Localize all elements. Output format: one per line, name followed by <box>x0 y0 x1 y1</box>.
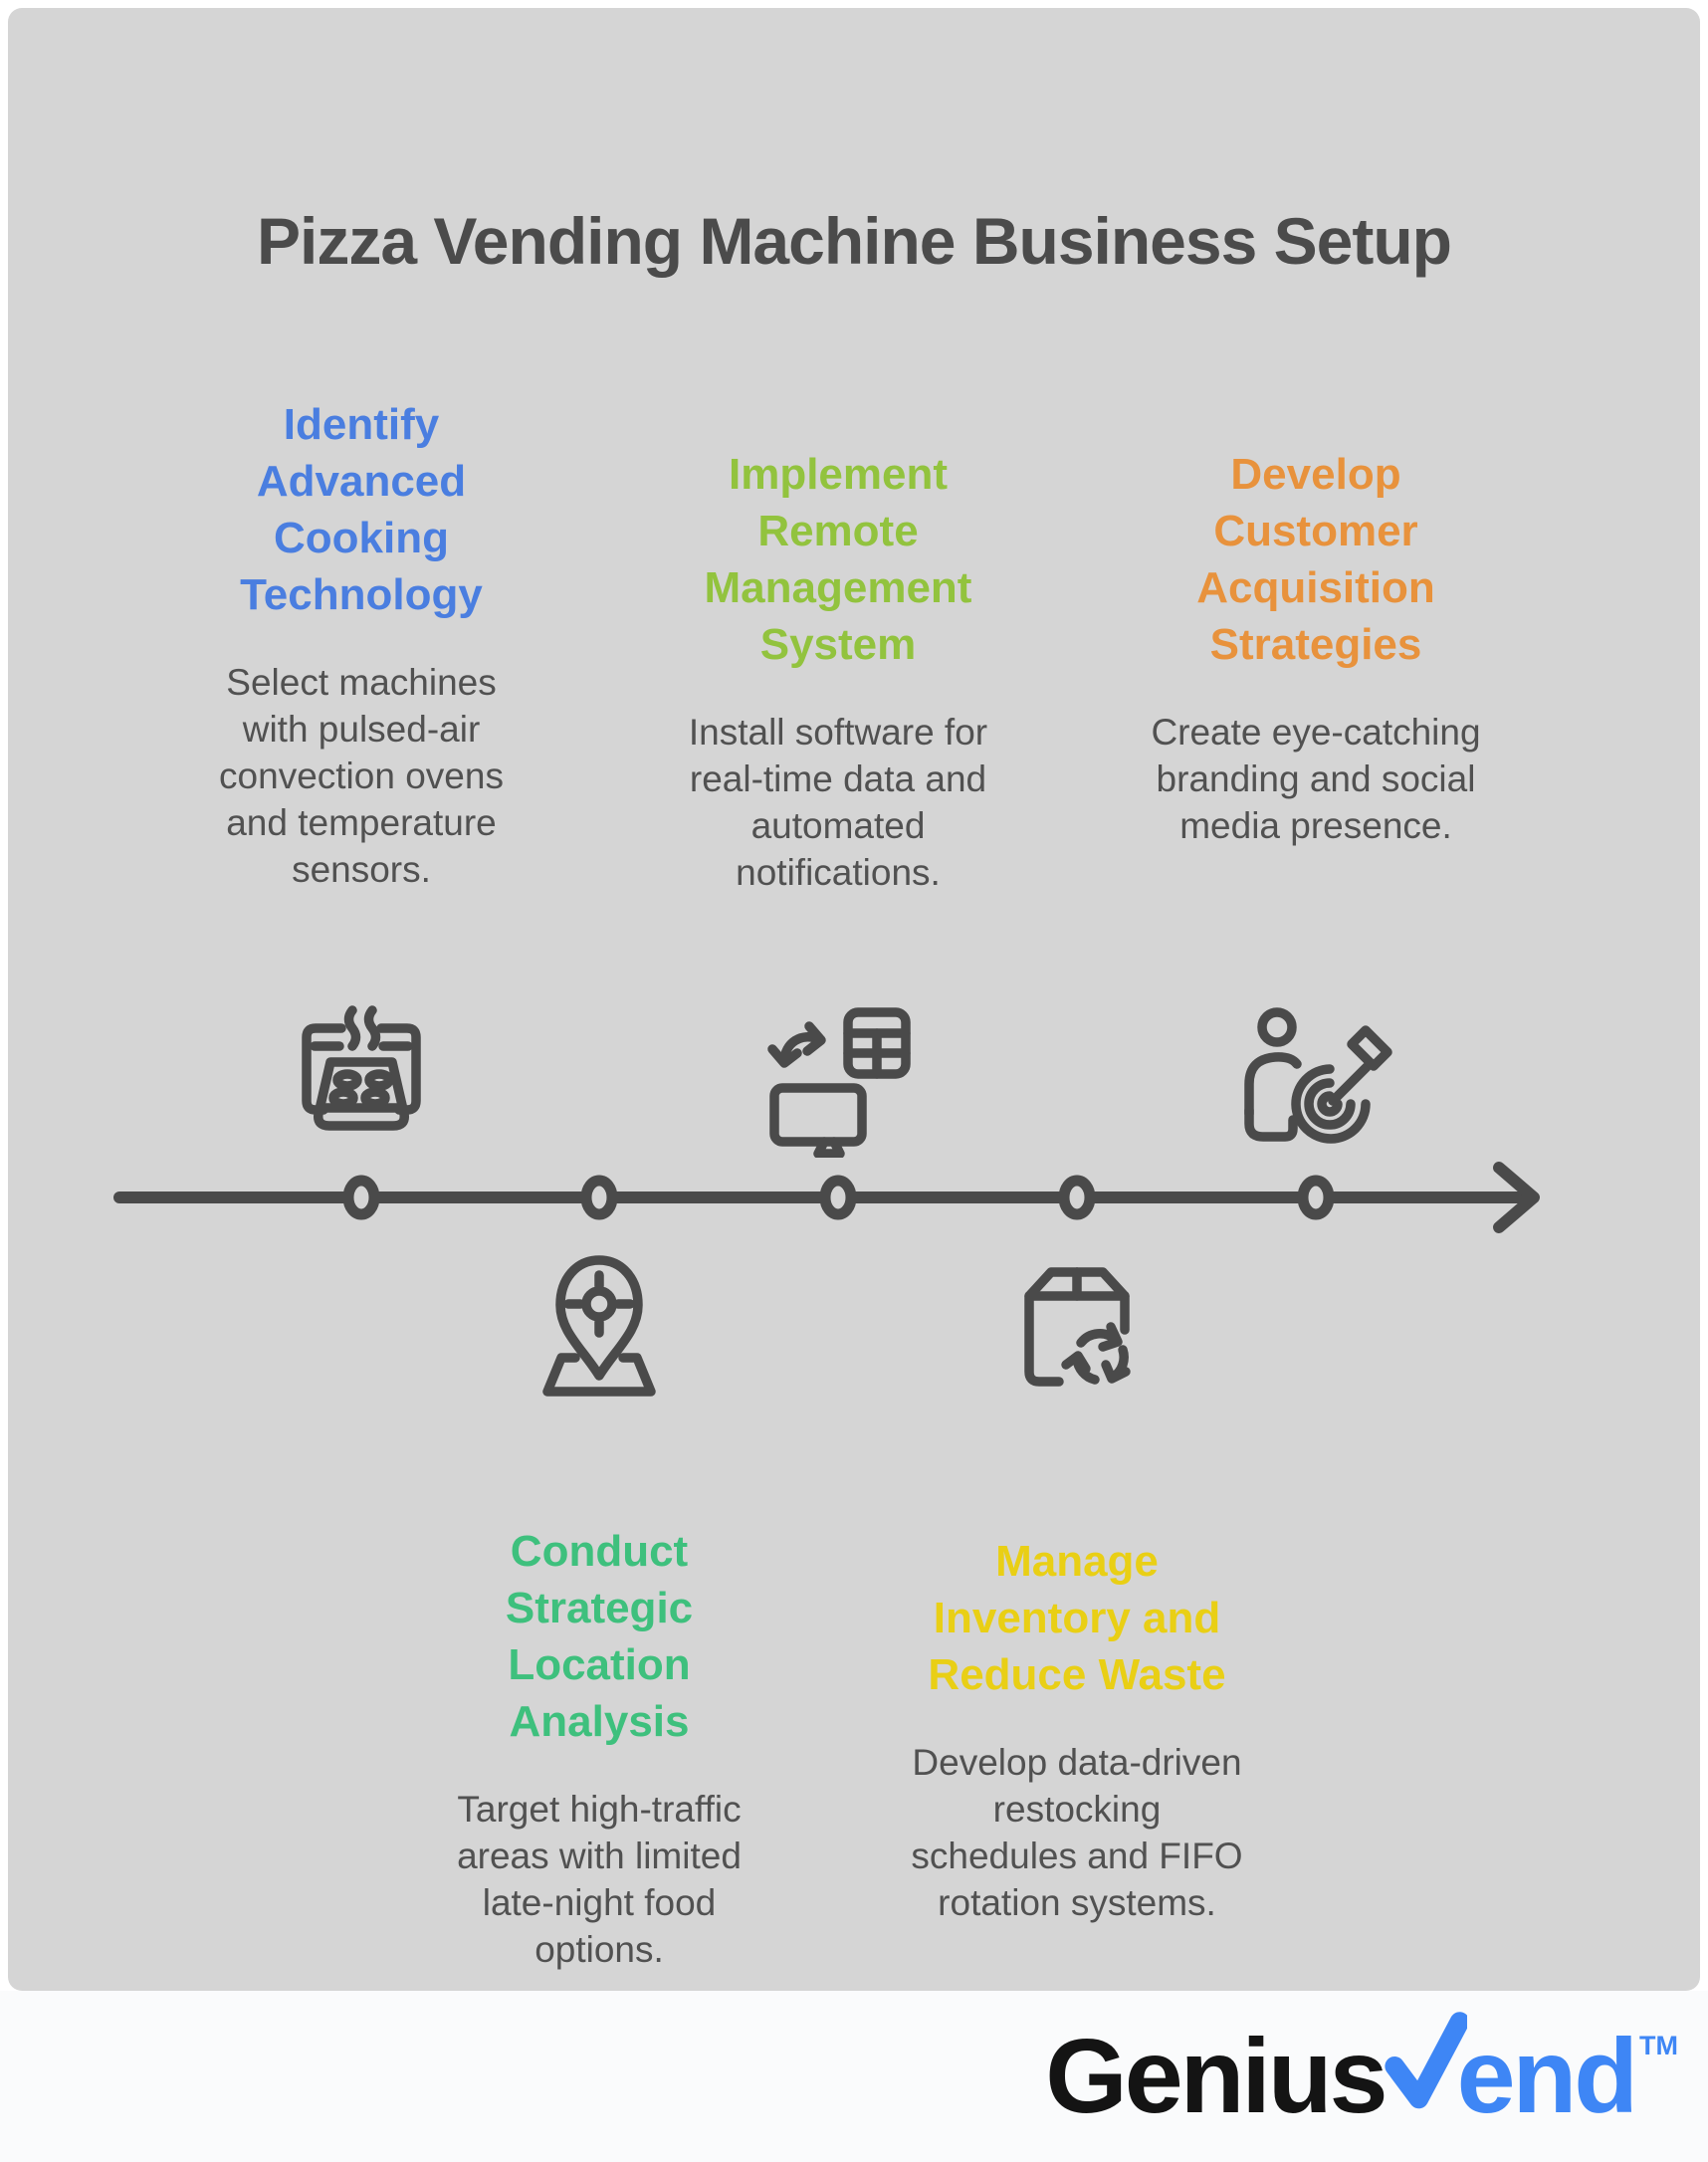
step-4-column: Manage Inventory and Reduce Waste Develo… <box>908 1533 1246 1926</box>
step-1-heading: Identify Advanced Cooking Technology <box>240 400 483 619</box>
geniusvend-logo: Genius end TM <box>1045 2012 1678 2137</box>
step-5-heading: Develop Customer Acquisition Strategies <box>1196 450 1435 669</box>
oven-tray-icon <box>282 998 441 1158</box>
checkmark-v-icon <box>1384 2010 1469 2117</box>
step-4-heading: Manage Inventory and Reduce Waste <box>928 1537 1226 1699</box>
timeline-node-3 <box>819 1175 857 1220</box>
infographic-canvas: Pizza Vending Machine Business Setup Ide… <box>8 8 1700 1991</box>
step-3-description: Install software for real-time data and … <box>688 712 988 893</box>
trademark-symbol: TM <box>1639 2030 1678 2060</box>
location-pin-icon <box>520 1246 679 1405</box>
package-recycle-icon <box>997 1246 1157 1405</box>
step-4-description: Develop data-driven restocking schedules… <box>911 1742 1243 1923</box>
timeline-axis <box>8 1158 1700 1237</box>
logo-text-genius: Genius <box>1045 2017 1388 2135</box>
customer-target-icon <box>1236 998 1395 1158</box>
step-1-description: Select machines with pulsed-air convecti… <box>219 662 504 890</box>
step-2-heading: Conduct Strategic Location Analysis <box>505 1527 694 1746</box>
timeline-node-1 <box>342 1175 380 1220</box>
step-2-column: Conduct Strategic Location Analysis Targ… <box>430 1523 768 1973</box>
timeline-arrowhead-icon <box>1493 1162 1540 1233</box>
step-1-column: Identify Advanced Cooking Technology Sel… <box>192 396 531 893</box>
remote-sync-monitor-icon <box>758 998 918 1159</box>
page-title: Pizza Vending Machine Business Setup <box>257 204 1452 278</box>
footer-bar: Genius end TM <box>0 1991 1708 2162</box>
step-3-heading: Implement Remote Management System <box>704 450 972 669</box>
timeline-node-4 <box>1058 1175 1096 1220</box>
logo-text-end: end <box>1456 2017 1638 2135</box>
step-3-column: Implement Remote Management System Insta… <box>669 446 1007 896</box>
step-2-description: Target high-traffic areas with limited l… <box>457 1789 742 1970</box>
timeline-node-2 <box>580 1175 618 1220</box>
step-5-column: Develop Customer Acquisition Strategies … <box>1147 446 1485 849</box>
timeline-node-5 <box>1297 1175 1335 1220</box>
step-5-description: Create eye-catching branding and social … <box>1151 712 1481 846</box>
